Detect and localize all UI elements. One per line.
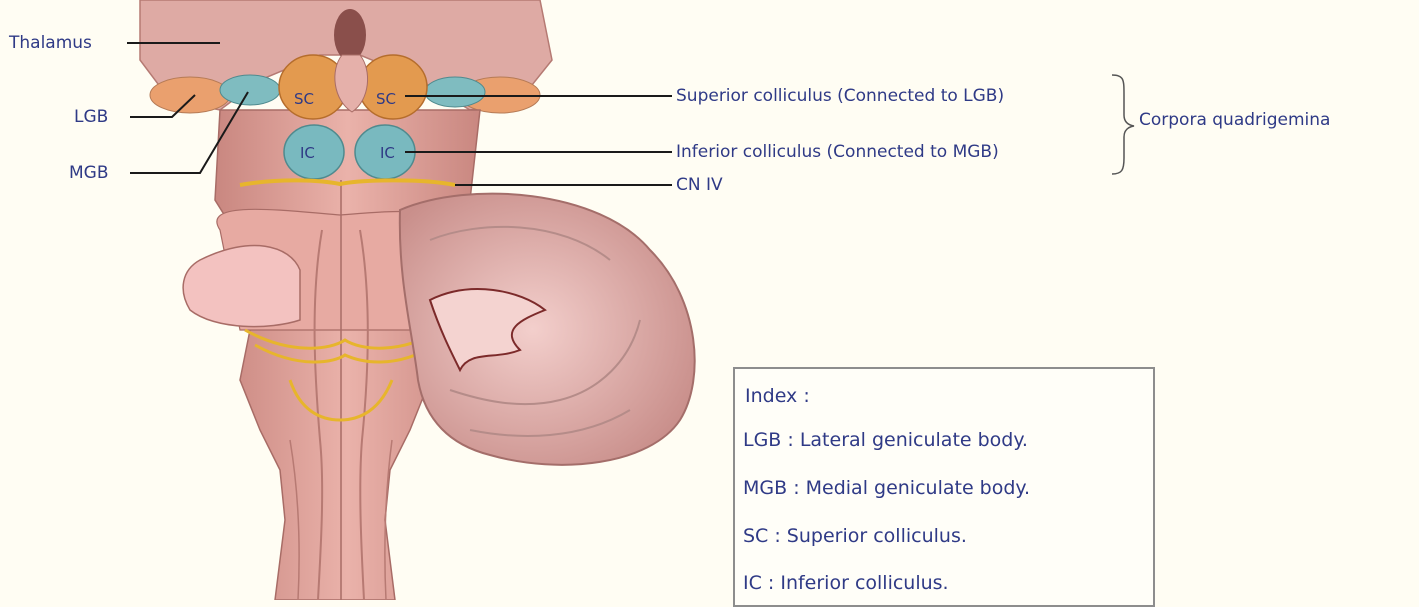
corpora-brace	[1112, 75, 1134, 174]
lgb-label: LGB	[74, 107, 108, 127]
lgb-left-shape	[150, 77, 230, 113]
ic-left-label: IC	[300, 144, 315, 162]
index-entry-sc: SC : Superior colliculus.	[743, 525, 967, 547]
corpora-quadrigemina-label: Corpora quadrigemina	[1139, 110, 1330, 130]
inferior-colliculus-label: Inferior colliculus (Connected to MGB)	[676, 142, 999, 162]
thalamus-label: Thalamus	[9, 33, 92, 53]
index-entry-ic: IC : Inferior colliculus.	[743, 572, 949, 594]
superior-colliculus-right	[359, 55, 427, 119]
third-ventricle-opening	[334, 9, 366, 61]
index-entry-lgb: LGB : Lateral geniculate body.	[743, 429, 1028, 451]
index-entry-mgb: MGB : Medial geniculate body.	[743, 477, 1030, 499]
superior-colliculus-label: Superior colliculus (Connected to LGB)	[676, 86, 1004, 106]
mgb-right-shape	[425, 77, 485, 107]
sc-left-label: SC	[294, 90, 314, 108]
ic-right-label: IC	[380, 144, 395, 162]
mgb-label: MGB	[69, 163, 109, 183]
mgb-left-shape	[220, 75, 280, 105]
index-box: Index : LGB : Lateral geniculate body. M…	[733, 367, 1155, 607]
index-title: Index :	[745, 385, 810, 407]
peduncle-cut	[183, 246, 300, 327]
cn-iv-label: CN IV	[676, 175, 723, 195]
sc-right-label: SC	[376, 90, 396, 108]
